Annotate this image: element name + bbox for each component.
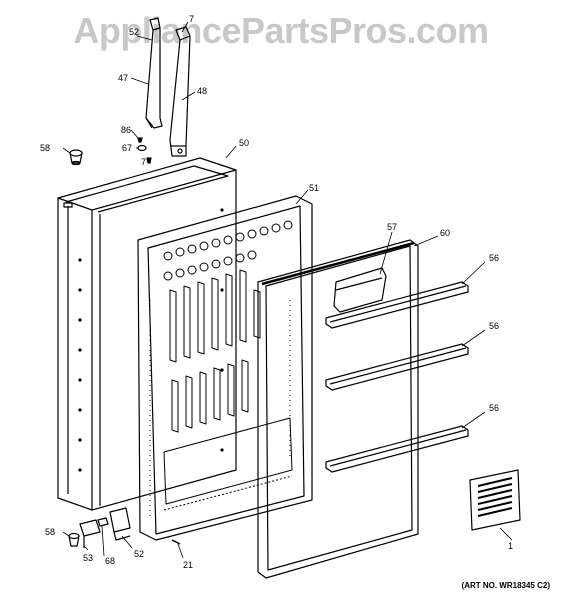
hinge-bracket-52-bottom (109, 507, 131, 541)
label-plate-1 (469, 469, 521, 531)
screw-68 (97, 517, 109, 527)
callout-47: 47 (118, 73, 129, 83)
callout-56-middle: 56 (489, 321, 500, 331)
screw-86 (137, 137, 143, 143)
callout-7-top: 7 (189, 14, 195, 24)
watermark: AppliancePartsPros.com (73, 10, 489, 51)
screw-67 (137, 144, 147, 152)
callout-68: 68 (105, 556, 116, 566)
door-gasket-60 (257, 239, 419, 579)
screw-7 (146, 157, 152, 164)
leader-lines (62, 21, 513, 559)
callout-50: 50 (239, 138, 250, 148)
callout-1: 1 (508, 541, 514, 551)
callout-60: 60 (440, 228, 451, 238)
door-stop-cap-58-bottom (68, 532, 80, 547)
callout-52-top: 52 (129, 27, 140, 37)
art-number: (ART NO. WR18345 C2) (461, 581, 550, 590)
screw-21 (171, 539, 181, 545)
callout-52-bottom: 52 (134, 549, 145, 559)
callout-58-bottom: 58 (45, 527, 56, 537)
callout-56-bottom: 56 (489, 403, 500, 413)
callout-51: 51 (309, 183, 320, 193)
callout-86: 86 (121, 125, 132, 135)
door-shelf-56-top (325, 281, 469, 329)
callout-21: 21 (183, 560, 194, 570)
callout-57: 57 (387, 222, 398, 232)
door-stop-cap-58 (69, 149, 83, 166)
callout-56-top: 56 (489, 253, 500, 263)
callout-7-mid: 7 (141, 157, 147, 167)
door-shelf-56-middle (325, 343, 469, 391)
callout-58-top: 58 (40, 143, 51, 153)
inner-door-liner-51 (137, 195, 313, 541)
dairy-door-57 (333, 267, 387, 313)
door-shelf-56-bottom (325, 425, 469, 473)
hinge-bracket-53 (79, 519, 101, 548)
hinge-strap-47 (145, 17, 163, 129)
callout-67: 67 (122, 143, 133, 153)
callout-48: 48 (197, 86, 208, 96)
callout-53: 53 (83, 553, 94, 563)
hinge-strap-48 (169, 26, 191, 157)
outer-door-panel-50 (57, 157, 237, 511)
